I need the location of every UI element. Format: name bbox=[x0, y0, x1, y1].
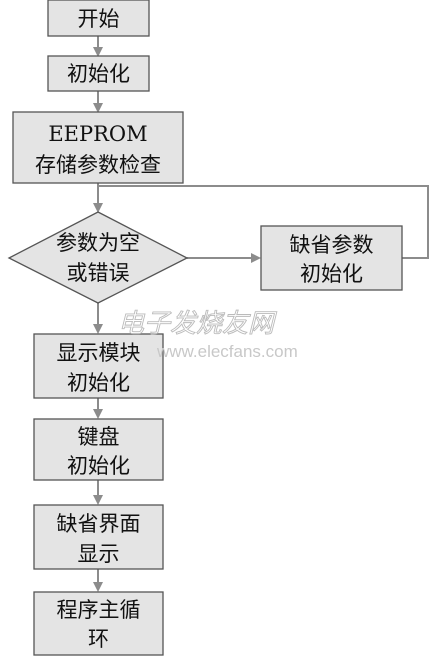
node-eeprom-check-line-1: EEPROM bbox=[48, 122, 147, 146]
node-init-label: 初始化 bbox=[67, 62, 130, 86]
node-display-module-init-line-2: 初始化 bbox=[67, 371, 130, 395]
node-start: 开始 bbox=[47, 0, 150, 37]
node-main-loop: 程序主循 环 bbox=[33, 591, 164, 656]
node-start-label: 开始 bbox=[78, 7, 120, 31]
node-default-ui-display: 缺省界面 显示 bbox=[33, 504, 164, 570]
node-default-ui-display-line-2: 显示 bbox=[78, 542, 120, 566]
watermark-site-name: 电子发烧友网 bbox=[118, 309, 277, 339]
node-keyboard-init: 键盘 初始化 bbox=[33, 418, 164, 481]
node-param-decision: 参数为空 或错误 bbox=[7, 211, 189, 304]
arrow-default-init-loop-back bbox=[98, 185, 429, 259]
connectors bbox=[93, 36, 429, 592]
node-param-decision-diamond bbox=[7, 211, 189, 304]
node-default-param-init-line-2: 初始化 bbox=[300, 262, 363, 286]
node-default-param-init-line-1: 缺省参数 bbox=[290, 233, 374, 257]
node-param-decision-line-2: 或错误 bbox=[67, 261, 130, 285]
node-eeprom-check-line-2: 存储参数检查 bbox=[35, 153, 161, 177]
node-main-loop-line-2: 环 bbox=[88, 627, 109, 651]
node-default-ui-display-box bbox=[33, 504, 164, 570]
node-eeprom-check: EEPROM 存储参数检查 bbox=[12, 111, 184, 184]
node-default-param-init-box bbox=[260, 225, 403, 291]
node-display-module-init-line-1: 显示模块 bbox=[57, 341, 141, 365]
node-keyboard-init-box bbox=[33, 418, 164, 481]
node-display-module-init: 显示模块 初始化 bbox=[33, 333, 164, 399]
node-keyboard-init-line-2: 初始化 bbox=[67, 454, 130, 478]
node-default-param-init: 缺省参数 初始化 bbox=[260, 225, 403, 291]
node-main-loop-box bbox=[33, 591, 164, 656]
node-init: 初始化 bbox=[47, 55, 150, 92]
node-default-ui-display-line-1: 缺省界面 bbox=[57, 512, 141, 536]
node-keyboard-init-line-1: 键盘 bbox=[78, 425, 120, 449]
node-main-loop-line-1: 程序主循 bbox=[57, 598, 141, 622]
node-eeprom-check-box bbox=[12, 111, 184, 184]
node-init-box bbox=[47, 55, 150, 92]
node-display-module-init-box bbox=[33, 333, 164, 399]
node-start-box bbox=[47, 0, 150, 37]
watermark-url: www.elecfans.com bbox=[156, 342, 298, 361]
node-param-decision-line-1: 参数为空 bbox=[56, 231, 140, 255]
watermark: 电子发烧友网 www.elecfans.com bbox=[118, 309, 298, 361]
